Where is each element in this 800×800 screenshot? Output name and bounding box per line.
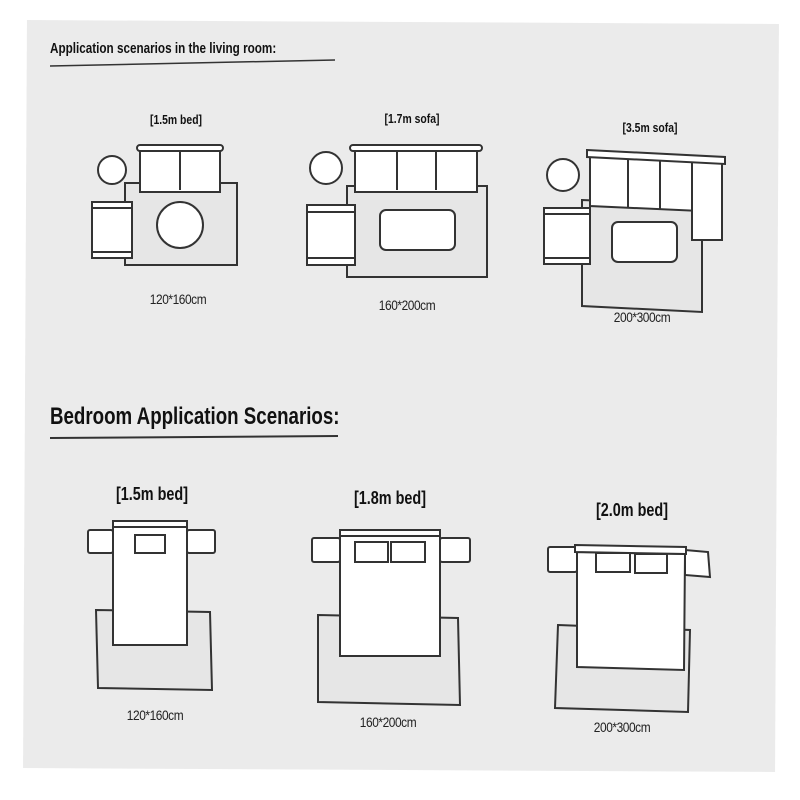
coffee-table — [379, 209, 456, 251]
armchair — [543, 207, 591, 265]
nightstand — [311, 537, 341, 563]
bedroom-scenario-title: [2.0m bed] — [595, 500, 669, 520]
living-layout-2 — [306, 144, 488, 278]
nightstand — [684, 548, 712, 579]
sofa-back — [586, 148, 726, 166]
sofa-chaise — [691, 161, 723, 241]
headboard — [112, 520, 188, 528]
bedroom-layout-2 — [311, 529, 471, 707]
bedroom-layout-3 — [547, 543, 712, 714]
bedroom-heading: Bedroom Application Scenarios: — [50, 403, 340, 430]
sofa-back — [349, 144, 483, 152]
coffee-table — [611, 221, 678, 263]
rug-size-label: 120*160cm — [149, 291, 207, 307]
living-room-heading: Application scenarios in the living room… — [50, 40, 277, 57]
living-scenario-title: [1.5m bed] — [149, 112, 203, 127]
side-table — [97, 155, 127, 185]
side-table — [309, 151, 343, 185]
pillow — [595, 552, 631, 573]
rug-size-label: 160*200cm — [359, 714, 417, 730]
rug-size-label: 120*160cm — [126, 707, 184, 723]
pillow — [390, 541, 426, 563]
nightstand — [87, 529, 114, 554]
rug-size-label: 200*300cm — [613, 309, 671, 325]
armchair — [306, 204, 356, 266]
coffee-table — [156, 201, 204, 249]
bedroom-scenario-title: [1.8m bed] — [353, 488, 427, 508]
rug-size-label: 200*300cm — [593, 719, 651, 735]
headboard — [339, 529, 441, 537]
pillow — [354, 541, 389, 563]
living-layout-1 — [91, 144, 238, 266]
heading-underline — [49, 435, 339, 439]
heading-underline — [49, 59, 336, 67]
nightstand — [439, 537, 471, 563]
living-layout-3 — [543, 148, 726, 314]
sofa-back — [136, 144, 224, 152]
living-scenario-title: [3.5m sofa] — [622, 120, 678, 135]
side-table — [546, 158, 580, 192]
nightstand — [186, 529, 216, 554]
nightstand — [547, 546, 578, 573]
pillow — [634, 553, 668, 574]
bedroom-scenario-title: [1.5m bed] — [115, 484, 189, 504]
headboard — [574, 543, 687, 556]
living-scenario-title: [1.7m sofa] — [384, 111, 440, 126]
bedroom-layout-1 — [87, 520, 216, 692]
sofa — [354, 147, 478, 193]
pillow — [134, 534, 166, 554]
rug-size-label: 160*200cm — [378, 297, 436, 313]
armchair — [91, 201, 133, 259]
